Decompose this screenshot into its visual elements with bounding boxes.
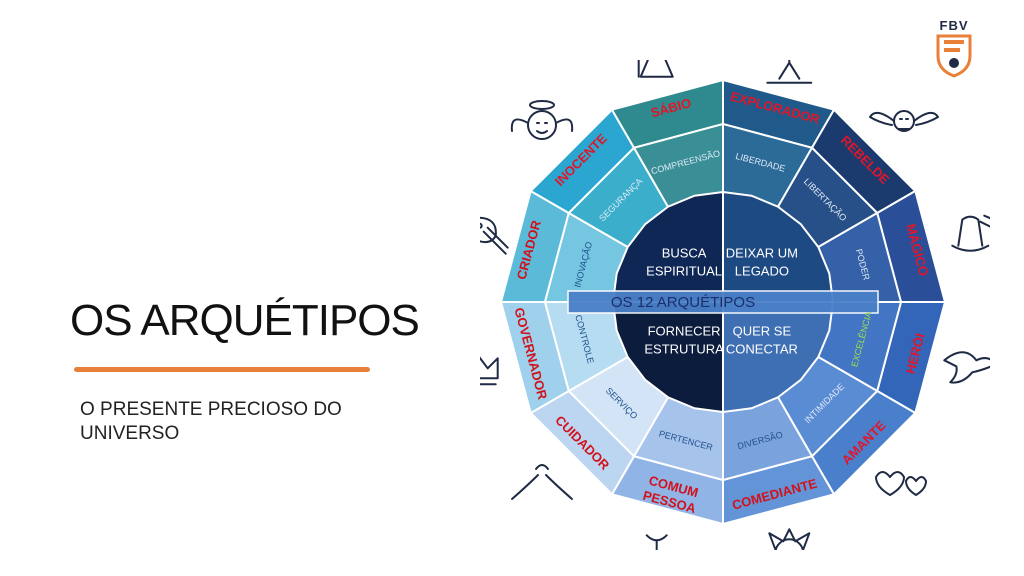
magic-hat-icon <box>951 214 990 252</box>
mountain-figure-icon <box>766 60 813 84</box>
slide-title: OS ARQUÉTIPOS <box>70 296 420 345</box>
quadrant-label: FORNECER <box>648 323 721 338</box>
jester-mask-icon <box>768 528 811 550</box>
outer-ring <box>499 78 947 526</box>
caring-hands-icon <box>511 464 573 500</box>
sage-icon <box>637 60 674 78</box>
title-underline <box>74 367 370 372</box>
fbv-logo: FBV <box>930 18 978 78</box>
crown-icon <box>480 356 499 386</box>
logo-text: FBV <box>939 18 969 33</box>
center-banner-label: OS 12 ARQUÉTIPOS <box>611 294 755 311</box>
hearts-icon <box>875 471 927 496</box>
quadrant-label: BUSCA <box>662 246 707 261</box>
person-icon <box>645 534 668 550</box>
center-banner <box>567 290 879 314</box>
quadrant-label: ESTRUTURA <box>644 341 724 356</box>
quadrant-label: LEGADO <box>735 264 789 279</box>
quadrant-label: QUER SE <box>733 323 792 338</box>
icons-layer <box>480 60 990 550</box>
palette-icon <box>480 216 509 255</box>
angel-child-icon <box>510 100 574 140</box>
quadrant-label: ESPIRITUAL <box>646 264 722 279</box>
winged-skull-icon <box>869 110 939 132</box>
quadrant-label: CONECTAR <box>726 341 798 356</box>
logo-shield-icon <box>936 34 972 78</box>
slide-subtitle: O PRESENTE PRECIOSO DO UNIVERSO <box>80 399 342 444</box>
dove-icon <box>943 351 990 384</box>
quadrant-label: DEIXAR UM <box>726 246 798 261</box>
center-banner-group <box>567 290 879 314</box>
